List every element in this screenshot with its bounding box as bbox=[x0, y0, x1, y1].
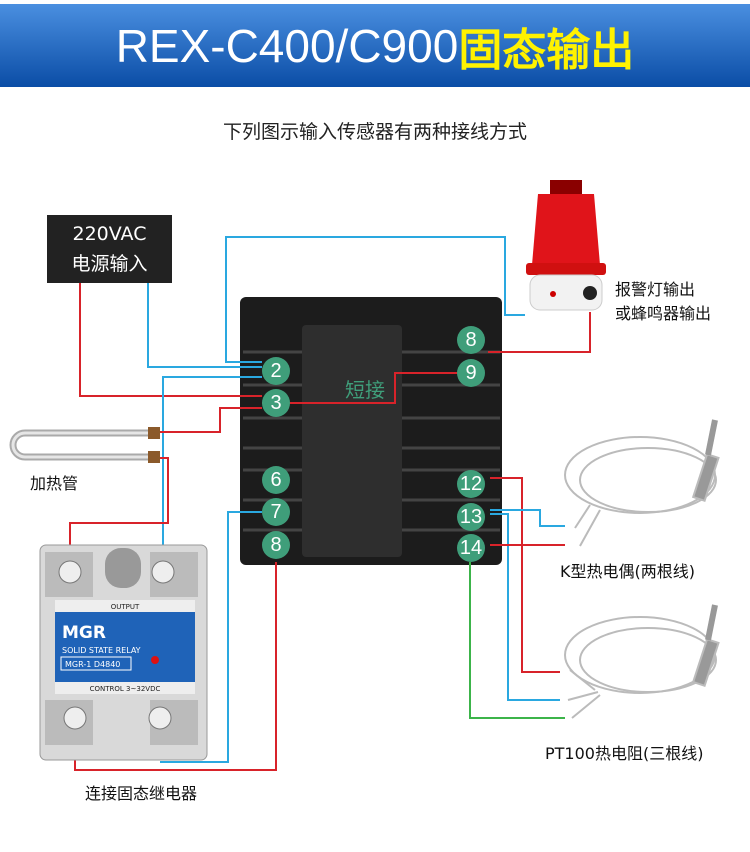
title-banner: REX-C400/C900 固态输出 bbox=[0, 4, 750, 87]
cyan-wire-ssr bbox=[162, 376, 262, 565]
alarm-light-icon bbox=[526, 180, 606, 311]
ssr-type: SOLID STATE RELAY bbox=[62, 646, 141, 655]
power-label: 电源输入 bbox=[71, 253, 148, 275]
power-voltage: 220VAC bbox=[72, 223, 147, 245]
alarm-label-2: 或蜂鸣器输出 bbox=[615, 304, 712, 323]
ssr-brand: MGR bbox=[62, 623, 106, 643]
heater-label: 加热管 bbox=[30, 474, 79, 493]
cyan-wire-t13-pt bbox=[490, 513, 560, 701]
terminal-6: 6 bbox=[270, 469, 281, 491]
red-wire-heater bbox=[160, 407, 262, 433]
thermocouple-label: K型热电偶(两根线) bbox=[560, 562, 695, 581]
terminals-right: 8 9 12 13 14 bbox=[457, 326, 485, 562]
terminal-7: 7 bbox=[270, 501, 281, 523]
terminal-9: 9 bbox=[465, 362, 476, 384]
wires bbox=[69, 236, 591, 771]
heater-tube-icon bbox=[9, 427, 160, 463]
ssr-control: CONTROL 3~32VDC bbox=[90, 685, 161, 693]
power-input-box: 220VAC 电源输入 bbox=[47, 215, 172, 283]
terminal-8-left: 8 bbox=[270, 534, 281, 556]
terminal-13: 13 bbox=[460, 506, 482, 528]
subtitle: 下列图示输入传感器有两种接线方式 bbox=[222, 121, 527, 143]
ssr-label: 连接固态继电器 bbox=[85, 784, 198, 803]
title-type: 固态输出 bbox=[458, 24, 635, 76]
terminal-14: 14 bbox=[460, 537, 482, 559]
ssr-model: MGR-1 D4840 bbox=[65, 660, 120, 669]
red-wire-short bbox=[262, 372, 460, 404]
alarm-label-1: 报警灯输出 bbox=[615, 280, 696, 299]
red-wire-heater-ssr bbox=[69, 457, 169, 565]
terminal-8-right: 8 bbox=[465, 329, 476, 351]
terminal-12: 12 bbox=[460, 473, 482, 495]
terminal-3: 3 bbox=[270, 392, 281, 414]
green-wire-t14 bbox=[469, 562, 565, 719]
cyan-wire-power bbox=[147, 283, 262, 368]
red-wire-power bbox=[79, 283, 262, 397]
ssr-output: OUTPUT bbox=[111, 603, 140, 611]
solid-state-relay: OUTPUT MGR SOLID STATE RELAY MGR-1 D4840… bbox=[39, 544, 208, 761]
short-label: 短接 bbox=[345, 378, 385, 402]
cyan-wire-alarm bbox=[225, 236, 525, 363]
thermocouple-probe-icon bbox=[564, 419, 720, 547]
pt100-label: PT100热电阻(三根线) bbox=[545, 744, 704, 763]
title-model: REX-C400/C900 bbox=[115, 19, 459, 72]
cyan-wire-t13-k bbox=[490, 509, 565, 527]
cyan-wire-t7 bbox=[160, 511, 262, 763]
red-wire-t12 bbox=[490, 477, 560, 673]
terminals-left: 2 3 6 7 8 bbox=[262, 357, 290, 559]
terminal-2: 2 bbox=[270, 360, 281, 382]
controller bbox=[240, 297, 502, 565]
red-wire-alarm bbox=[488, 312, 591, 353]
pt100-probe-icon bbox=[564, 604, 720, 719]
